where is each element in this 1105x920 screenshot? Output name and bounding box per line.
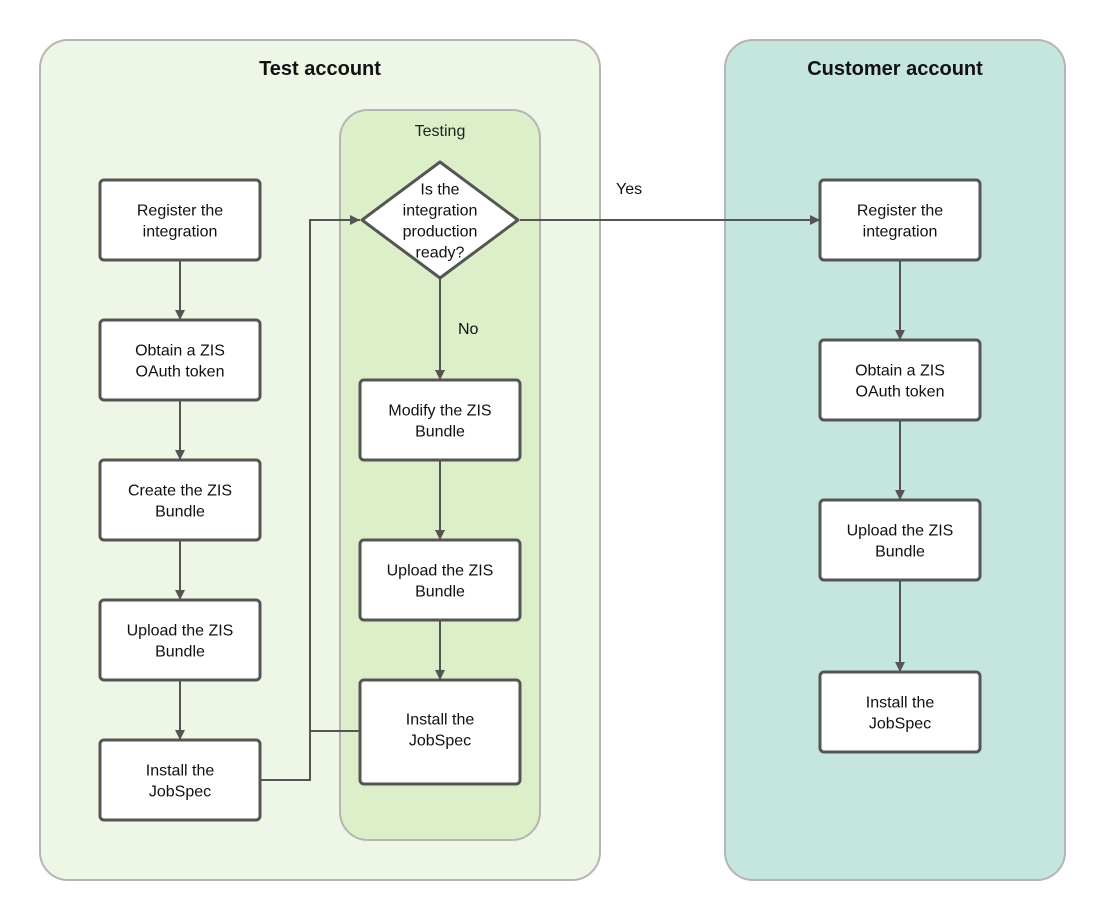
node-modify-bundle: Modify the ZIS Bundle <box>358 378 522 462</box>
testing-title: Testing <box>415 123 466 140</box>
node-label-line: production <box>403 224 478 241</box>
node-label-line: Bundle <box>415 424 465 441</box>
node-label-line: ready? <box>416 245 465 262</box>
node-label: Create the ZIS Bundle <box>128 483 232 521</box>
node-label-line: Upload the ZIS <box>387 563 494 580</box>
node-label-line: integration <box>863 224 938 241</box>
node-label: Modify the ZIS Bundle <box>388 403 491 441</box>
node-register-integration-customer: Register the integration <box>818 178 982 262</box>
node-label: Register the integration <box>137 203 223 241</box>
node-upload-bundle-test: Upload the ZIS Bundle <box>98 598 262 682</box>
node-label-line: Is the <box>420 182 459 199</box>
node-label-line: Bundle <box>155 644 205 661</box>
customer-account-title: Customer account <box>807 58 983 80</box>
decision-label: Is the integration production ready? <box>403 182 478 262</box>
node-label: Upload the ZIS Bundle <box>387 563 494 601</box>
node-label: Obtain a ZIS OAuth token <box>135 343 225 381</box>
node-label-line: integration <box>403 203 478 220</box>
node-label-line: Upload the ZIS <box>847 523 954 540</box>
node-label-line: Bundle <box>875 544 925 561</box>
node-upload-bundle-testing: Upload the ZIS Bundle <box>358 538 522 622</box>
edge-label-yes: Yes <box>616 181 642 198</box>
node-label: Obtain a ZIS OAuth token <box>855 363 945 401</box>
node-label: Register the integration <box>857 203 943 241</box>
node-label-line: Register the <box>857 203 943 220</box>
customer-account-lane <box>724 39 1066 881</box>
node-label-line: OAuth token <box>136 364 225 381</box>
node-label: Upload the ZIS Bundle <box>127 623 234 661</box>
node-label-line: Upload the ZIS <box>127 623 234 640</box>
node-label-line: Create the ZIS <box>128 483 232 500</box>
node-label-line: Register the <box>137 203 223 220</box>
node-obtain-oauth-token-test: Obtain a ZIS OAuth token <box>98 318 262 402</box>
node-label-line: Install the <box>866 695 935 712</box>
node-label: Upload the ZIS Bundle <box>847 523 954 561</box>
node-label-line: Install the <box>146 763 215 780</box>
node-label-line: JobSpec <box>869 716 931 733</box>
node-label-line: Obtain a ZIS <box>855 363 945 380</box>
edge-label-no: No <box>458 321 479 338</box>
node-label-line: integration <box>143 224 218 241</box>
decision-production-ready: Is the integration production ready? <box>360 160 520 280</box>
edges <box>175 215 905 781</box>
node-label-line: OAuth token <box>856 384 945 401</box>
test-account-title: Test account <box>259 58 381 80</box>
node-label-line: Bundle <box>415 584 465 601</box>
node-label-line: Obtain a ZIS <box>135 343 225 360</box>
node-label-line: JobSpec <box>149 784 211 801</box>
node-label-line: JobSpec <box>409 733 471 750</box>
node-label-line: Install the <box>406 712 475 729</box>
node-upload-bundle-customer: Upload the ZIS Bundle <box>818 498 982 582</box>
node-register-integration-test: Register the integration <box>98 178 262 262</box>
node-label-line: Bundle <box>155 504 205 521</box>
node-label-line: Modify the ZIS <box>388 403 491 420</box>
edge-t5-decision <box>260 215 360 781</box>
node-create-bundle-test: Create the ZIS Bundle <box>98 458 262 542</box>
node-obtain-oauth-token-customer: Obtain a ZIS OAuth token <box>818 338 982 422</box>
